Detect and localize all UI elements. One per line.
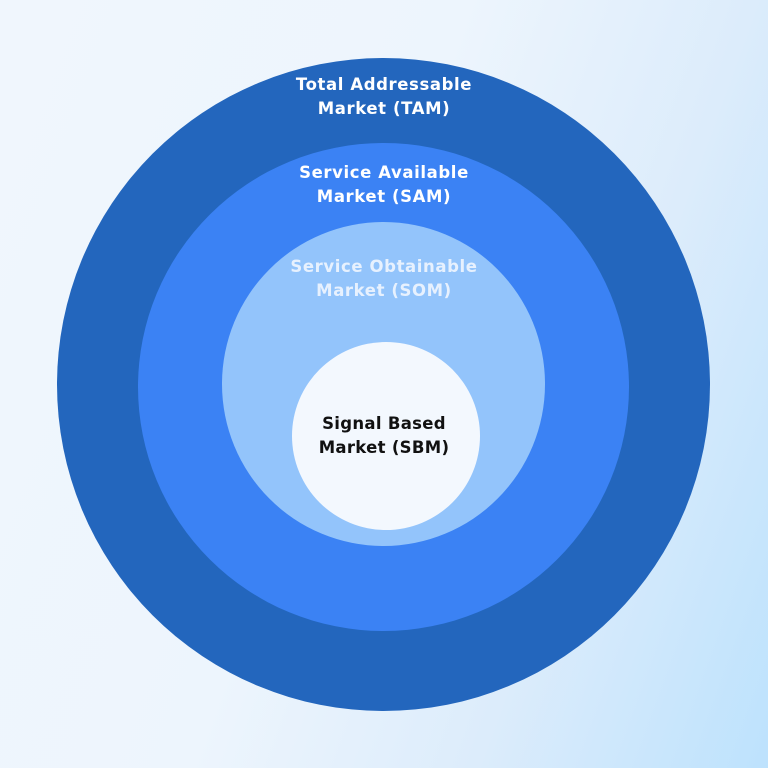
sbm-label-line1: Signal Based [322, 414, 446, 433]
som-label-line2: Market (SOM) [316, 281, 452, 300]
tam-label-line1: Total Addressable [295, 75, 473, 94]
sbm-circle [292, 342, 480, 530]
sbm-label-line2: Market (SBM) [318, 438, 450, 457]
sam-label-line1: Service Available [299, 163, 469, 182]
sam-label-line2: Market (SAM) [316, 187, 452, 206]
som-label: Service Obtainable Market (SOM) [0, 255, 768, 303]
sam-label: Service Available Market (SAM) [0, 161, 768, 209]
som-label-line1: Service Obtainable [290, 257, 478, 276]
sbm-label: Signal Based Market (SBM) [0, 412, 768, 460]
tam-label-line2: Market (TAM) [317, 99, 451, 118]
tam-label: Total Addressable Market (TAM) [0, 73, 768, 121]
